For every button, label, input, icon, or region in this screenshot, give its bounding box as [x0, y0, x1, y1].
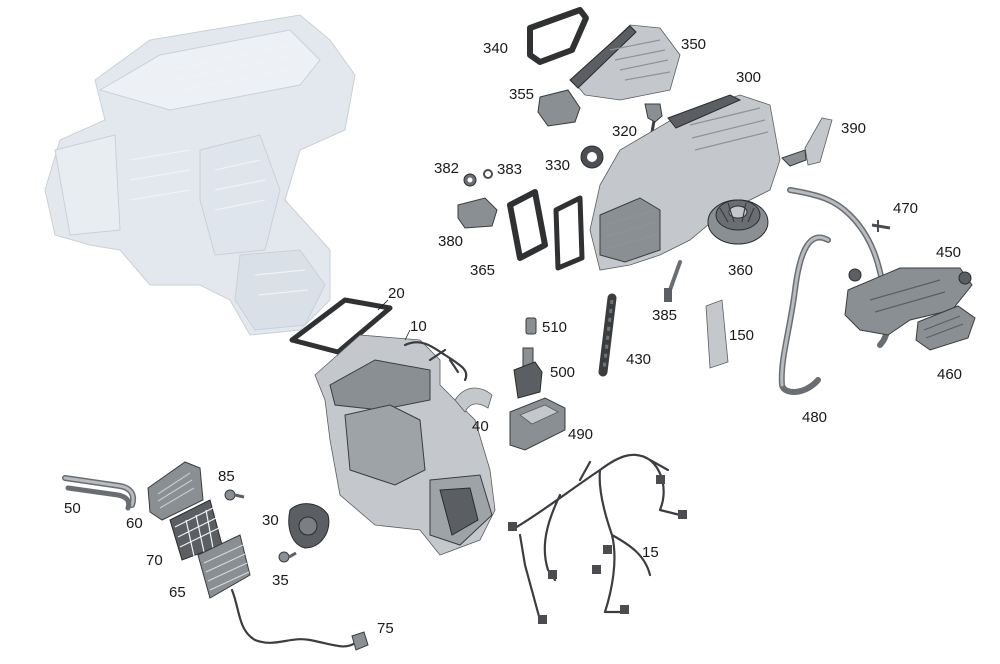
part-35-screw — [278, 551, 297, 563]
part-390-bracket — [781, 117, 833, 167]
part-150-panel — [705, 299, 729, 369]
callout-382: 382 — [434, 160, 460, 177]
callout-15: 15 — [642, 544, 659, 561]
callout-470: 470 — [893, 200, 919, 217]
part-500-component — [513, 347, 543, 399]
part-382-washer — [463, 173, 477, 187]
part-10-hvac-housing — [314, 334, 496, 556]
callout-450: 450 — [936, 244, 962, 261]
part-360-blower — [707, 199, 769, 245]
callout-85: 85 — [218, 468, 235, 485]
callout-65: 65 — [169, 584, 186, 601]
callout-35: 35 — [272, 572, 289, 589]
callout-500: 500 — [550, 364, 576, 381]
part-330-ring — [580, 145, 604, 169]
part-490-housing-box — [509, 397, 566, 451]
part-30-actuator — [288, 503, 330, 549]
callout-60: 60 — [126, 515, 143, 532]
callout-480: 480 — [802, 409, 828, 426]
callout-300: 300 — [736, 69, 762, 86]
part-385-sensor — [664, 260, 682, 302]
part-50-coolant-pipes — [62, 475, 137, 511]
callout-350: 350 — [681, 36, 707, 53]
callout-390: 390 — [841, 120, 867, 137]
part-320-sensor — [644, 103, 663, 133]
callout-383: 383 — [497, 161, 523, 178]
callout-460: 460 — [937, 366, 963, 383]
part-60-heater-core — [147, 461, 204, 521]
part-460-control-unit — [915, 305, 976, 351]
callout-385: 385 — [652, 307, 678, 324]
part-340-frame-gasket — [527, 7, 589, 65]
part-380-module — [457, 197, 498, 229]
part-450-mounting-plate — [844, 267, 973, 336]
callout-70: 70 — [146, 552, 163, 569]
callout-340: 340 — [483, 40, 509, 57]
callout-380: 380 — [438, 233, 464, 250]
callout-365: 365 — [470, 262, 496, 279]
part-20-gasket — [289, 297, 393, 355]
callout-30: 30 — [262, 512, 279, 529]
part-480-hoses — [778, 187, 891, 395]
callout-355: 355 — [509, 86, 535, 103]
callout-75: 75 — [377, 620, 394, 637]
callout-50: 50 — [64, 500, 81, 517]
part-383-ring — [483, 169, 493, 179]
part-350-upper-housing — [569, 24, 681, 101]
callout-10: 10 — [410, 318, 427, 335]
part-40-duct-elbow — [454, 387, 493, 413]
part-75-cable — [230, 588, 369, 651]
part-85-screw — [224, 489, 245, 501]
part-510-sensor — [525, 317, 537, 335]
callout-360: 360 — [728, 262, 754, 279]
callout-430: 430 — [626, 351, 652, 368]
callout-490: 490 — [568, 426, 594, 443]
part-470-clip — [871, 220, 891, 232]
part-300-hvac-housing — [589, 94, 781, 271]
callout-150: 150 — [729, 327, 755, 344]
part-355-module — [537, 89, 581, 127]
callout-330: 330 — [545, 157, 571, 174]
part-65-heating-element — [197, 534, 251, 599]
callout-320: 320 — [612, 123, 638, 140]
ghost-hvac-assembly — [44, 14, 356, 336]
callout-20: 20 — [388, 285, 405, 302]
callout-40: 40 — [472, 418, 489, 435]
part-15-wiring-harness — [508, 453, 687, 624]
part-430-rod — [598, 293, 617, 377]
part-365-door-frame — [507, 189, 585, 271]
leader-lines — [377, 299, 411, 341]
callout-510: 510 — [542, 319, 568, 336]
